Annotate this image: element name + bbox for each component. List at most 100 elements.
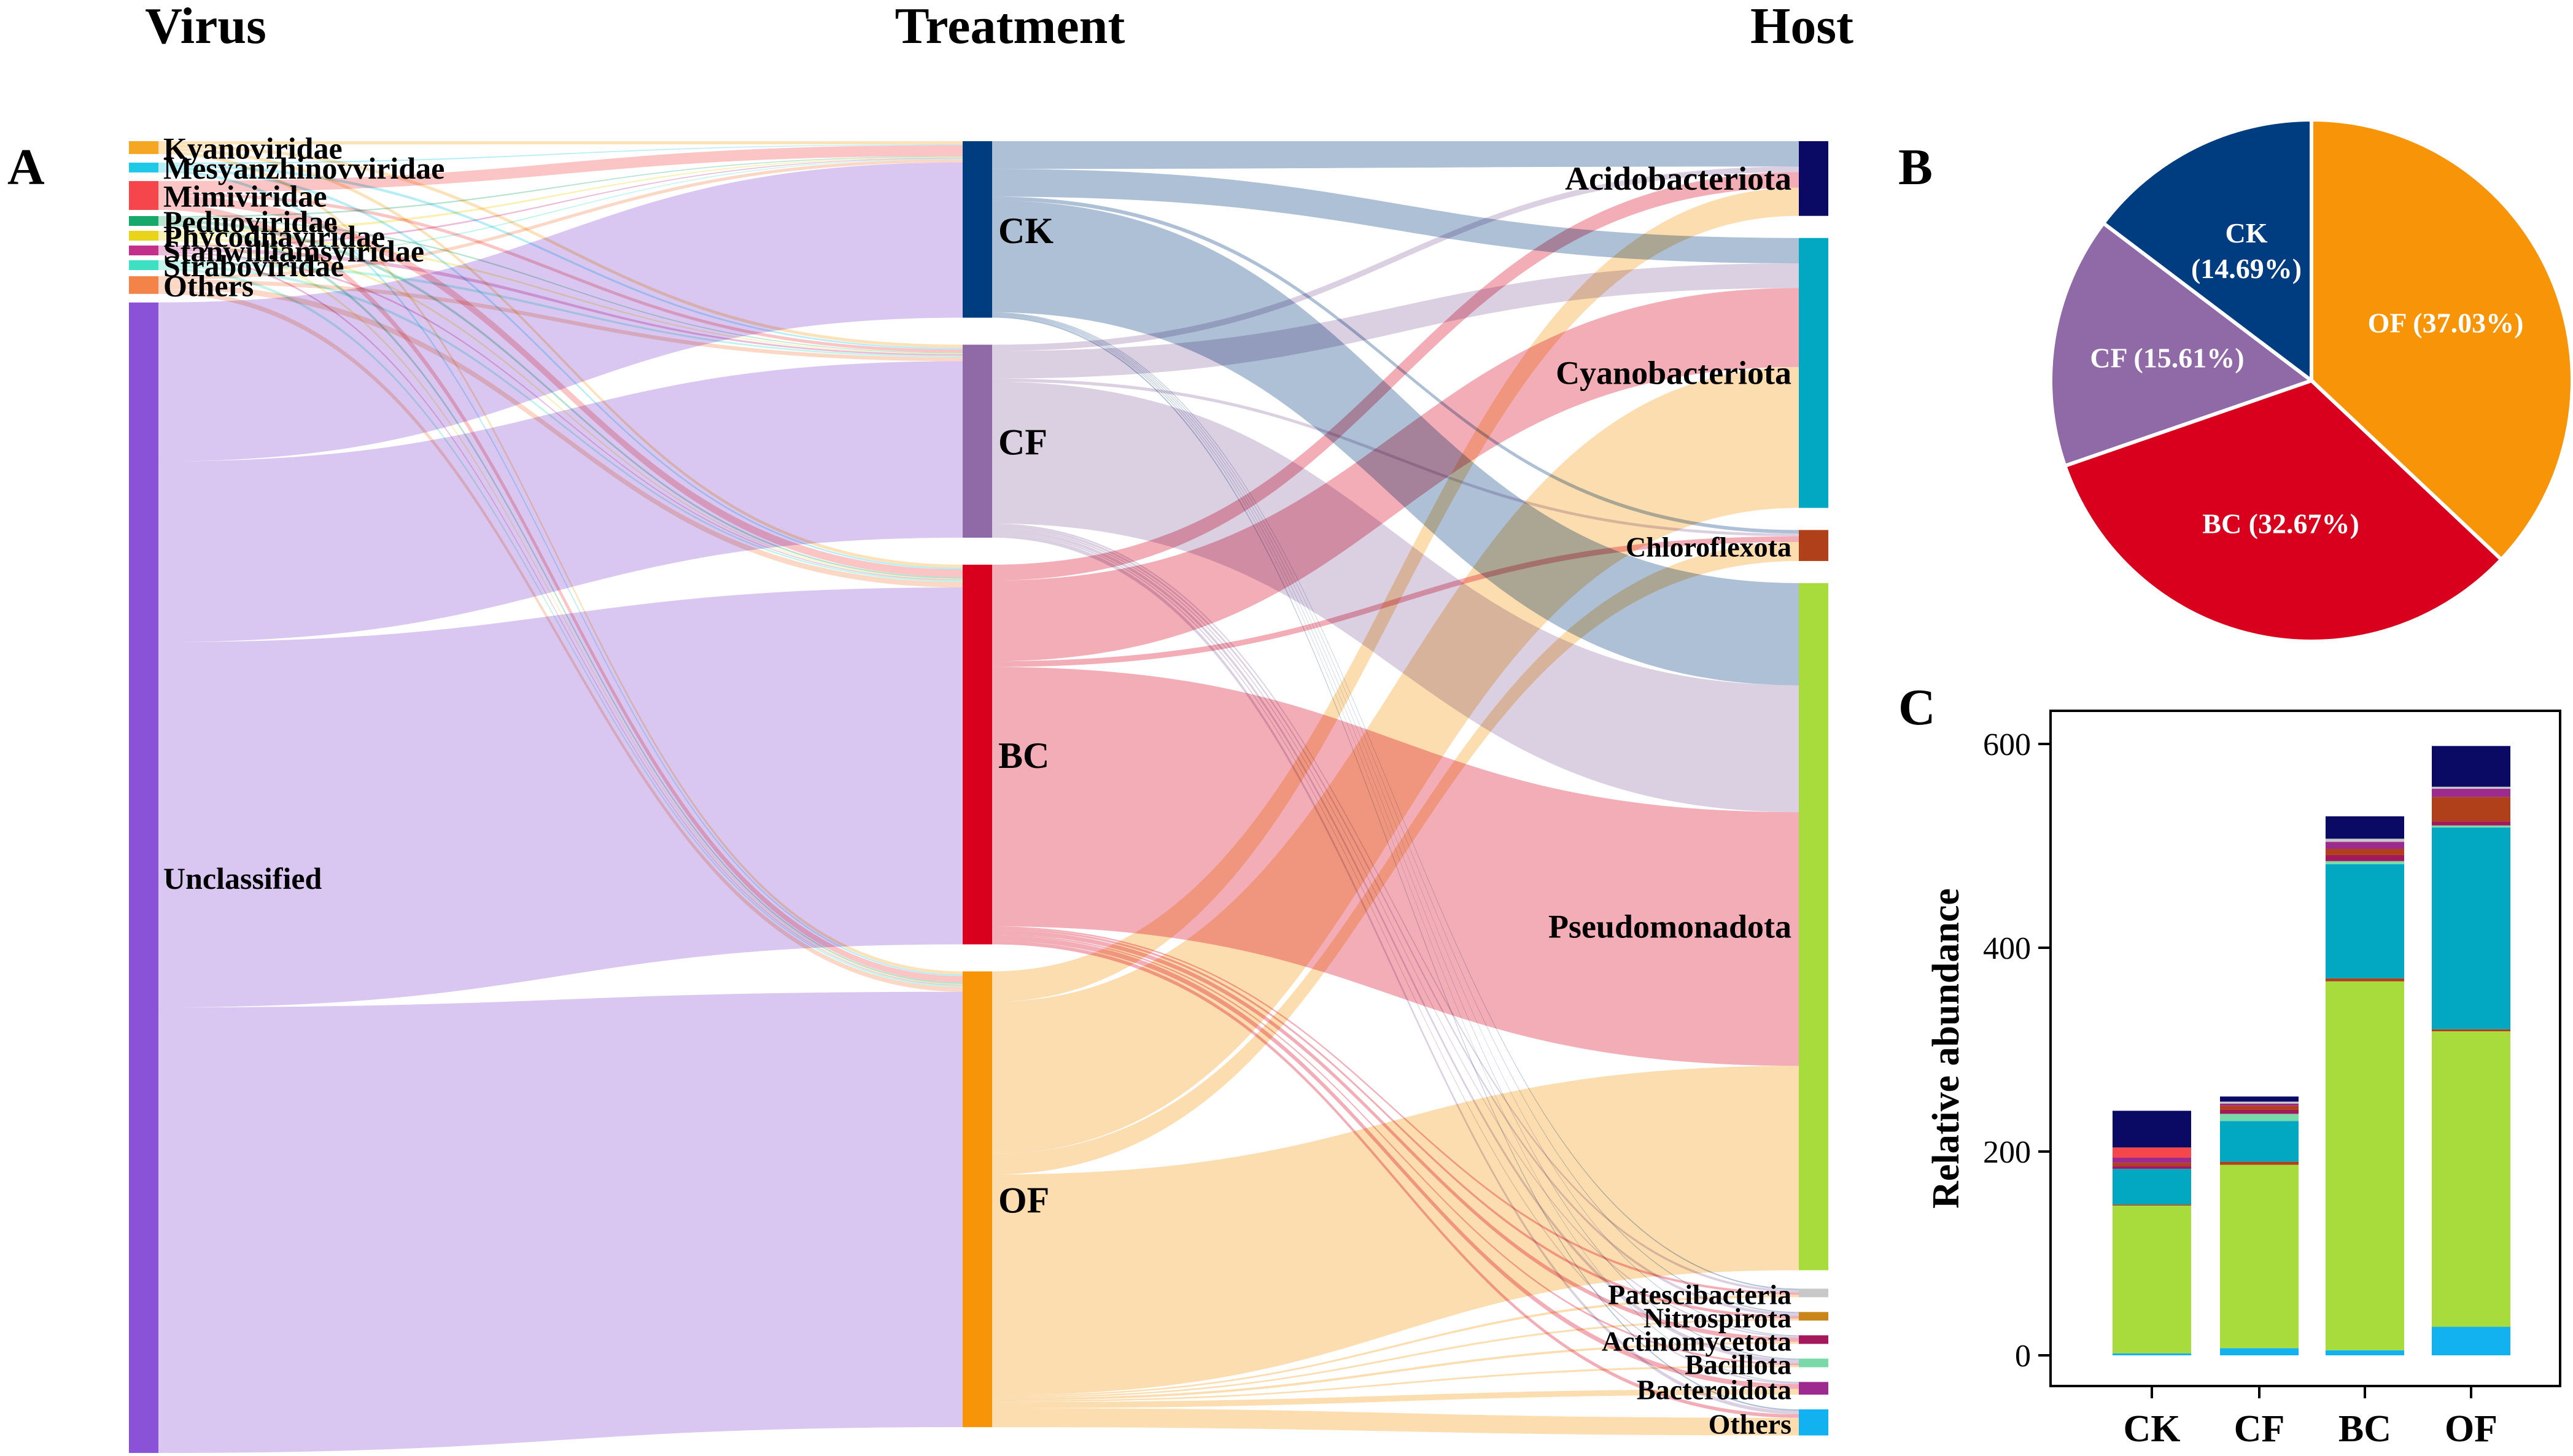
bar-segment-cf-patescibacteria-9 (2220, 1101, 2299, 1104)
flow-mimiviridae-to-of (158, 203, 963, 983)
virus-node-stanwilliamsviridae (129, 246, 158, 256)
treatment-node-cf (963, 344, 992, 538)
virus-label-straboviridae: Straboviridae (163, 249, 344, 283)
flow-of-to-cyanobacteriota (992, 366, 1799, 1154)
bar-segment-ck-cyanobacteriota-3 (2113, 1169, 2191, 1205)
host-node-bacteroidota (1799, 1382, 1828, 1395)
y-axis-label: Relative abundance (1925, 888, 1967, 1209)
virus-label-unclassified: Unclassified (163, 861, 322, 896)
sankey-nodes (129, 141, 1828, 1454)
host-node-chloroflexota (1799, 530, 1828, 561)
host-node-pseudomonadota (1799, 583, 1828, 1271)
virus-node-others (129, 276, 158, 294)
flow-of-to-nitrospirota (992, 1319, 1799, 1398)
bar-segment-ck-pseudomonadota-1 (2113, 1205, 2191, 1353)
virus-node-phycodnaviridae (129, 231, 158, 241)
bar-segment-cf-pseudomonadota-1 (2220, 1164, 2299, 1349)
bar-segment-cf-cyanobacteriota-3 (2220, 1121, 2299, 1162)
bar-segment-cf-bacteroidota-7 (2220, 1103, 2299, 1106)
host-node-acidobacteriota (1799, 141, 1828, 216)
pie-label-of: OF (37.03%) (2368, 308, 2524, 339)
flow-of-to-acidobacteriota (992, 187, 1799, 1002)
bar-segment-ck-chloroflexota-2 (2113, 1204, 2191, 1206)
bar-segment-bc-cyanobacteriota-3 (2326, 864, 2404, 978)
flow-peduoviridae-to-ck (158, 156, 963, 218)
pie-slice-bc (2062, 378, 2504, 643)
bar-segment-of-chloroflexota-2 (2432, 1029, 2510, 1032)
flow-phycodnaviridae-to-ck (158, 157, 963, 234)
bar-segment-cf-bacillota-4 (2220, 1113, 2299, 1121)
treatment-label-bc: BC (998, 735, 1049, 776)
sankey-diagram: KyanoviridaeMesyanzhinovviridaeMimivirid… (129, 131, 1828, 1454)
flow-unclassified-to-ck (158, 162, 963, 462)
bar-segment-cf-chloroflexota-6 (2220, 1106, 2299, 1110)
virus-node-mimiviridae (129, 180, 158, 211)
flow-ck-to-acidobacteriota (992, 141, 1799, 169)
sankey-node-labels: KyanoviridaeMesyanzhinovviridaeMimivirid… (163, 131, 1791, 1439)
host-label-acidobacteriota: Acidobacteriota (1565, 160, 1791, 197)
bar-segment-bc-bacteroidota-7 (2326, 842, 2404, 849)
treatment-node-ck (963, 141, 992, 318)
flow-of-to-patescibacteria (992, 1295, 1799, 1397)
bar-segment-of-others-0 (2432, 1326, 2510, 1355)
virus-label-phycodnaviridae: Phycodnaviridae (163, 219, 385, 254)
pie-slice-of (2310, 117, 2573, 562)
bar-segment-bc-actinomycetota-5 (2326, 854, 2404, 861)
treatment-node-of (963, 971, 992, 1427)
pie-label-cf: CF (15.61%) (2090, 343, 2244, 374)
flow-of-to-chloroflexota (992, 541, 1799, 1175)
flow-unclassified-to-of (158, 991, 963, 1454)
bar-segment-bc-chloroflexota-2 (2326, 978, 2404, 982)
bar-segment-cf-acidobacteriota-10 (2220, 1096, 2299, 1102)
host-label-patescibacteria: Patescibacteria (1608, 1279, 1791, 1310)
host-label-nitrospirota: Nitrospirota (1644, 1302, 1791, 1333)
host-label-actinomycetota: Actinomycetota (1602, 1325, 1791, 1357)
pie-slice-cf (2049, 220, 2316, 468)
flow-of-to-bacteroidota (992, 1388, 1799, 1409)
flow-unclassified-to-bc (158, 587, 963, 1008)
bar-segment-bc-bacillota-4 (2326, 861, 2404, 864)
bar-segment-bc-patescibacteria-9 (2326, 838, 2404, 842)
panel-label-c: C (1898, 679, 1936, 736)
flow-phycodnaviridae-to-bc (158, 236, 963, 580)
header-virus: Virus (145, 0, 266, 55)
virus-node-mesyanzhinovviridae (129, 162, 158, 172)
host-node-bacillota (1799, 1358, 1828, 1368)
host-node-patescibacteria (1799, 1288, 1828, 1298)
bar-segment-of-patescibacteria-9 (2432, 786, 2510, 789)
treatment-label-cf: CF (998, 422, 1047, 463)
host-label-chloroflexota: Chloroflexota (1626, 532, 1791, 563)
flow-mimiviridae-to-ck (158, 145, 963, 193)
bar-segment-of-cyanobacteriota-3 (2432, 827, 2510, 1029)
panel-label-b: B (1898, 139, 1933, 196)
flow-others-to-ck (158, 159, 963, 280)
bar-segment-cf-chloroflexota-2 (2220, 1161, 2299, 1165)
virus-node-unclassified (129, 302, 158, 1454)
pie-value-ck: (14.69%) (2191, 253, 2302, 284)
flow-mesyanzhinovviridae-to-ck (158, 144, 963, 165)
plot-frame (2049, 710, 2561, 1387)
virus-node-peduoviridae (129, 216, 158, 227)
pie-label-bc: BC (32.67%) (2202, 508, 2359, 540)
host-node-cyanobacteriota (1799, 238, 1828, 508)
bar-segment-cf-actinomycetota-5 (2220, 1109, 2299, 1114)
x-tick-label-of: OF (2445, 1408, 2497, 1450)
header-host: Host (1750, 0, 1853, 55)
bar-segment-ck-others-0 (2113, 1353, 2191, 1355)
flow-peduoviridae-to-of (158, 222, 963, 984)
flow-cf-to-acidobacteriota (992, 166, 1799, 351)
bar-segment-ck-chloroflexota-6 (2113, 1163, 2191, 1166)
virus-node-kyanoviridae (129, 141, 158, 154)
virus-label-mimiviridae: Mimiviridae (163, 179, 327, 213)
virus-label-others: Others (163, 268, 254, 303)
flow-ck-to-cyanobacteriota (992, 169, 1799, 264)
panel-label-a: A (7, 139, 45, 196)
bar-segment-ck-mimiviridae-8 (2113, 1147, 2191, 1158)
virus-label-mesyanzhinovviridae: Mesyanzhinovviridae (163, 151, 444, 185)
virus-label-kyanoviridae: Kyanoviridae (163, 131, 343, 165)
flow-kyanoviridae-to-ck (158, 141, 963, 145)
flow-phycodnaviridae-to-of (158, 238, 963, 985)
host-label-cyanobacteriota: Cyanobacteriota (1556, 355, 1791, 392)
bar-segment-of-chloroflexota-6 (2432, 797, 2510, 822)
